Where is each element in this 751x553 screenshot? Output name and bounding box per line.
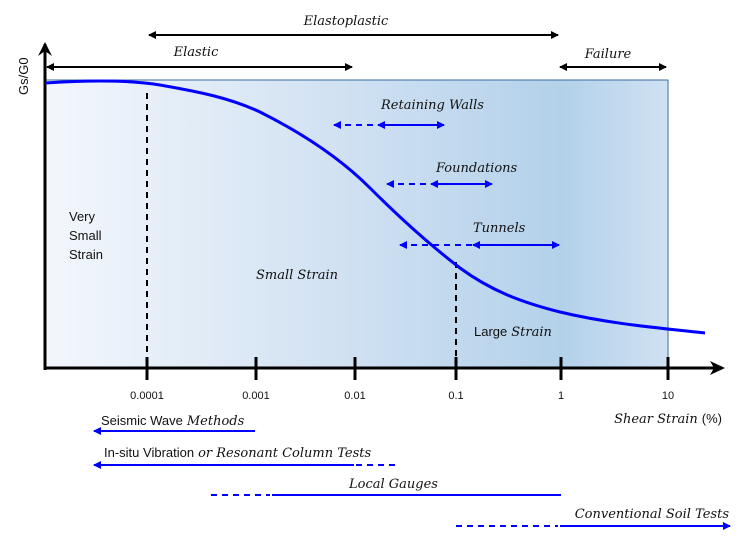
x-tick-label: 1 — [558, 390, 564, 402]
seismic-wave-methods-label: Seismic Wave Methods — [101, 412, 245, 429]
conventional-soil-tests-label: Conventional Soil Tests — [575, 507, 730, 522]
very-small-strain-label: Very Small Strain — [69, 209, 105, 262]
x-axis-label: Shear Strain (%) — [614, 410, 722, 427]
strain-shaded-region — [44, 79, 669, 369]
stiffness-curve — [44, 79, 706, 335]
large-strain-label: Large Strain — [474, 323, 552, 340]
y-axis-label: Gs/G0 — [16, 57, 31, 95]
elastic-label: Elastic — [173, 45, 219, 60]
foundations-label: Foundations — [435, 161, 518, 176]
x-tick-label: 0.001 — [242, 390, 270, 402]
x-tick-label: 0.1 — [448, 390, 463, 402]
local-gauges-label: Local Gauges — [348, 477, 438, 492]
small-strain-label: Small Strain — [256, 268, 338, 283]
tunnels-label: Tunnels — [473, 221, 526, 236]
x-axis-arrow-icon — [710, 361, 725, 375]
elastoplastic-label: Elastoplastic — [303, 14, 389, 29]
y-axis-arrow-icon — [38, 42, 52, 56]
failure-label: Failure — [584, 47, 632, 62]
retaining-walls-label: Retaining Walls — [380, 98, 484, 113]
x-tick-label: 10 — [662, 390, 674, 402]
insitu-vibration-label: In-situ Vibration or Resonant Column Tes… — [104, 444, 371, 461]
x-tick-label: 0.0001 — [130, 390, 164, 402]
x-tick-label: 0.01 — [344, 390, 365, 402]
